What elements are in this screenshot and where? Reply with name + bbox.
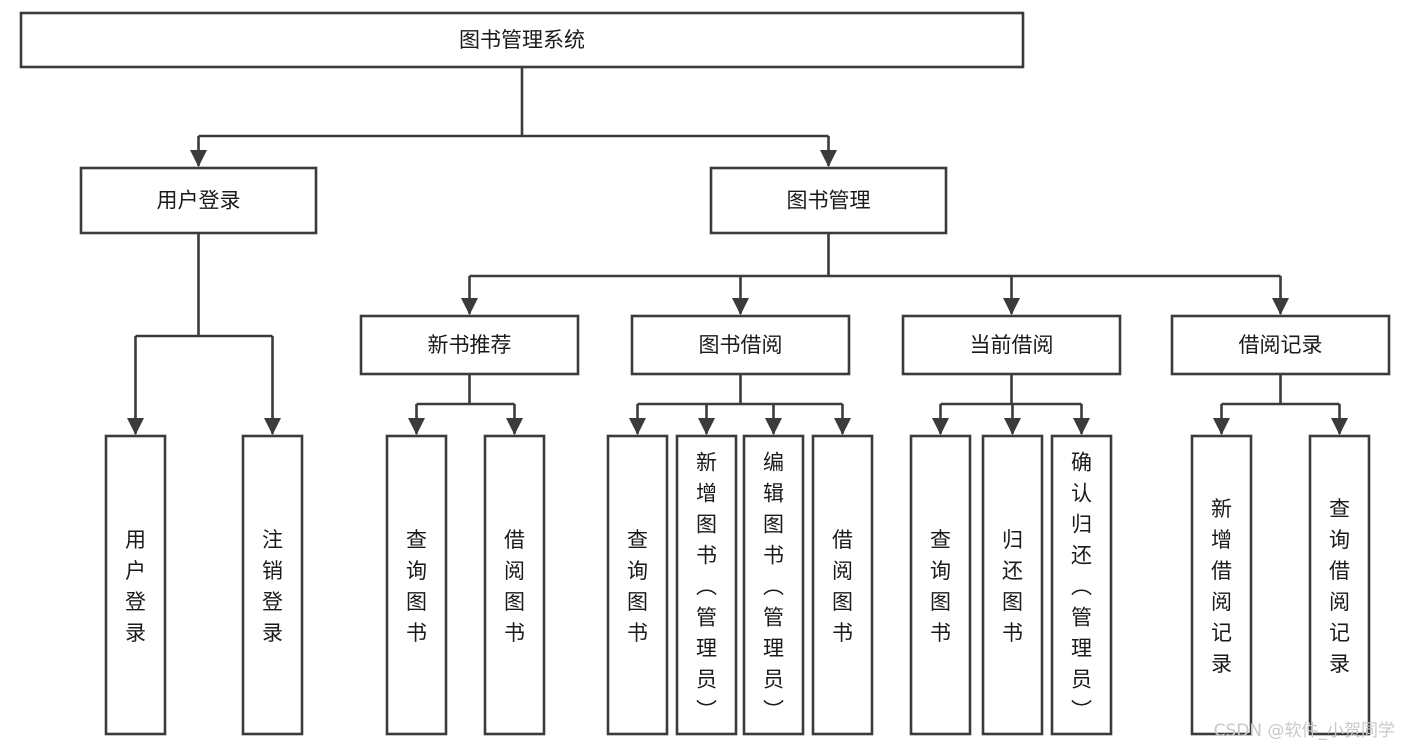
leaf-box-leaf-user-login [104, 434, 167, 736]
leaf-label-leaf-query-borrow-record: 查询借阅记录 [1329, 497, 1350, 676]
arrow-head-icon-level2 [190, 150, 207, 167]
node-label-root-title: 图书管理系统 [459, 28, 585, 52]
arrow-head-icon-leaf [1331, 418, 1348, 435]
leaf-leaf-borrow-book-2[interactable]: 借阅图书 [811, 434, 874, 736]
leaf-leaf-query-book-3[interactable]: 查询图书 [909, 434, 972, 736]
leaf-label-leaf-query-book-2: 查询图书 [627, 528, 648, 645]
arrow-head-icon-leaf [1213, 418, 1230, 435]
csdn-watermark: CSDN @软件_小贺同学 [1213, 721, 1395, 741]
leaf-box-leaf-query-book-3 [909, 434, 972, 736]
node-label-book-management: 图书管理 [787, 189, 871, 213]
leaf-label-leaf-add-borrow-record: 新增借阅记录 [1211, 497, 1232, 676]
arrow-head-icon-level3 [1003, 298, 1020, 315]
arrow-head-icon-leaf [264, 418, 281, 435]
arrow-head-icon-leaf [629, 418, 646, 435]
node-new-book-recommend[interactable]: 新书推荐 [359, 314, 580, 376]
leaf-label-leaf-user-login: 用户登录 [125, 528, 146, 645]
arrow-head-icon-level2 [820, 150, 837, 167]
node-box-new-book-recommend [359, 314, 580, 376]
leaf-leaf-query-book-1[interactable]: 查询图书 [385, 434, 448, 736]
leaf-leaf-confirm-return[interactable]: 确认归还︵管理员︶ [1050, 434, 1113, 736]
leaf-box-leaf-add-book [675, 434, 738, 736]
node-box-root-title [19, 11, 1025, 69]
node-borrow-record[interactable]: 借阅记录 [1170, 314, 1391, 376]
leaf-box-leaf-query-book-2 [606, 434, 669, 736]
arrow-head-icon-leaf [834, 418, 851, 435]
leaf-label-leaf-borrow-book-2: 借阅图书 [832, 528, 853, 645]
node-book-management[interactable]: 图书管理 [709, 166, 948, 235]
leaf-leaf-edit-book[interactable]: 编辑图书︵管理员︶ [742, 434, 805, 736]
node-user-login[interactable]: 用户登录 [79, 166, 318, 235]
arrow-head-icon-leaf [932, 418, 949, 435]
leaf-box-leaf-confirm-return [1050, 434, 1113, 736]
node-label-new-book-recommend: 新书推荐 [428, 333, 512, 357]
leaf-box-leaf-edit-book [742, 434, 805, 736]
arrow-head-icon-leaf [1004, 418, 1021, 435]
arrow-head-icon-leaf [127, 418, 144, 435]
arrow-head-icon-leaf [506, 418, 523, 435]
arrow-head-icon-leaf [408, 418, 425, 435]
leaf-box-leaf-add-borrow-record [1190, 434, 1253, 736]
node-book-borrow[interactable]: 图书借阅 [630, 314, 851, 376]
connectors-layer [127, 67, 1348, 435]
node-box-book-management [709, 166, 948, 235]
node-label-book-borrow: 图书借阅 [699, 333, 783, 357]
leaf-label-leaf-user-logout: 注销登录 [262, 528, 283, 645]
leaf-label-leaf-query-book-3: 查询图书 [930, 528, 951, 645]
leaf-box-leaf-borrow-book-1 [483, 434, 546, 736]
arrow-head-icon-level3 [1272, 298, 1289, 315]
leaf-leaf-add-borrow-record[interactable]: 新增借阅记录 [1190, 434, 1253, 736]
node-label-current-borrow: 当前借阅 [970, 333, 1054, 357]
leaf-leaf-query-book-2[interactable]: 查询图书 [606, 434, 669, 736]
arrow-head-icon-leaf [698, 418, 715, 435]
arrow-head-icon-leaf [1073, 418, 1090, 435]
leaf-box-leaf-return-book [981, 434, 1044, 736]
leaf-leaf-user-login[interactable]: 用户登录 [104, 434, 167, 736]
node-label-user-login: 用户登录 [157, 189, 241, 213]
leaf-leaf-user-logout[interactable]: 注销登录 [241, 434, 304, 736]
leaf-label-leaf-borrow-book-1: 借阅图书 [504, 528, 525, 645]
leaf-label-leaf-confirm-return: 确认归还︵管理员︶ [1071, 451, 1092, 723]
node-box-user-login [79, 166, 318, 235]
node-box-book-borrow [630, 314, 851, 376]
node-current-borrow[interactable]: 当前借阅 [901, 314, 1122, 376]
leaf-label-leaf-edit-book: 编辑图书︵管理员︶ [763, 451, 784, 723]
leaf-box-leaf-query-book-1 [385, 434, 448, 736]
arrow-head-icon-level3 [732, 298, 749, 315]
leaf-label-leaf-query-book-1: 查询图书 [406, 528, 427, 645]
leaf-box-leaf-user-logout [241, 434, 304, 736]
node-label-borrow-record: 借阅记录 [1239, 333, 1323, 357]
node-root-title[interactable]: 图书管理系统 [19, 11, 1025, 69]
leaf-box-leaf-borrow-book-2 [811, 434, 874, 736]
arrow-head-icon-leaf [765, 418, 782, 435]
leaf-leaf-return-book[interactable]: 归还图书 [981, 434, 1044, 736]
node-box-current-borrow [901, 314, 1122, 376]
nodes-layer: 图书管理系统用户登录图书管理新书推荐图书借阅当前借阅借阅记录用户登录注销登录查询… [19, 11, 1391, 736]
leaf-leaf-borrow-book-1[interactable]: 借阅图书 [483, 434, 546, 736]
leaf-label-leaf-add-book: 新增图书︵管理员︶ [696, 451, 717, 723]
arrow-head-icon-level3 [461, 298, 478, 315]
leaf-box-leaf-query-borrow-record [1308, 434, 1371, 736]
leaf-label-leaf-return-book: 归还图书 [1002, 528, 1023, 645]
node-box-borrow-record [1170, 314, 1391, 376]
leaf-leaf-query-borrow-record[interactable]: 查询借阅记录 [1308, 434, 1371, 736]
leaf-leaf-add-book[interactable]: 新增图书︵管理员︶ [675, 434, 738, 736]
